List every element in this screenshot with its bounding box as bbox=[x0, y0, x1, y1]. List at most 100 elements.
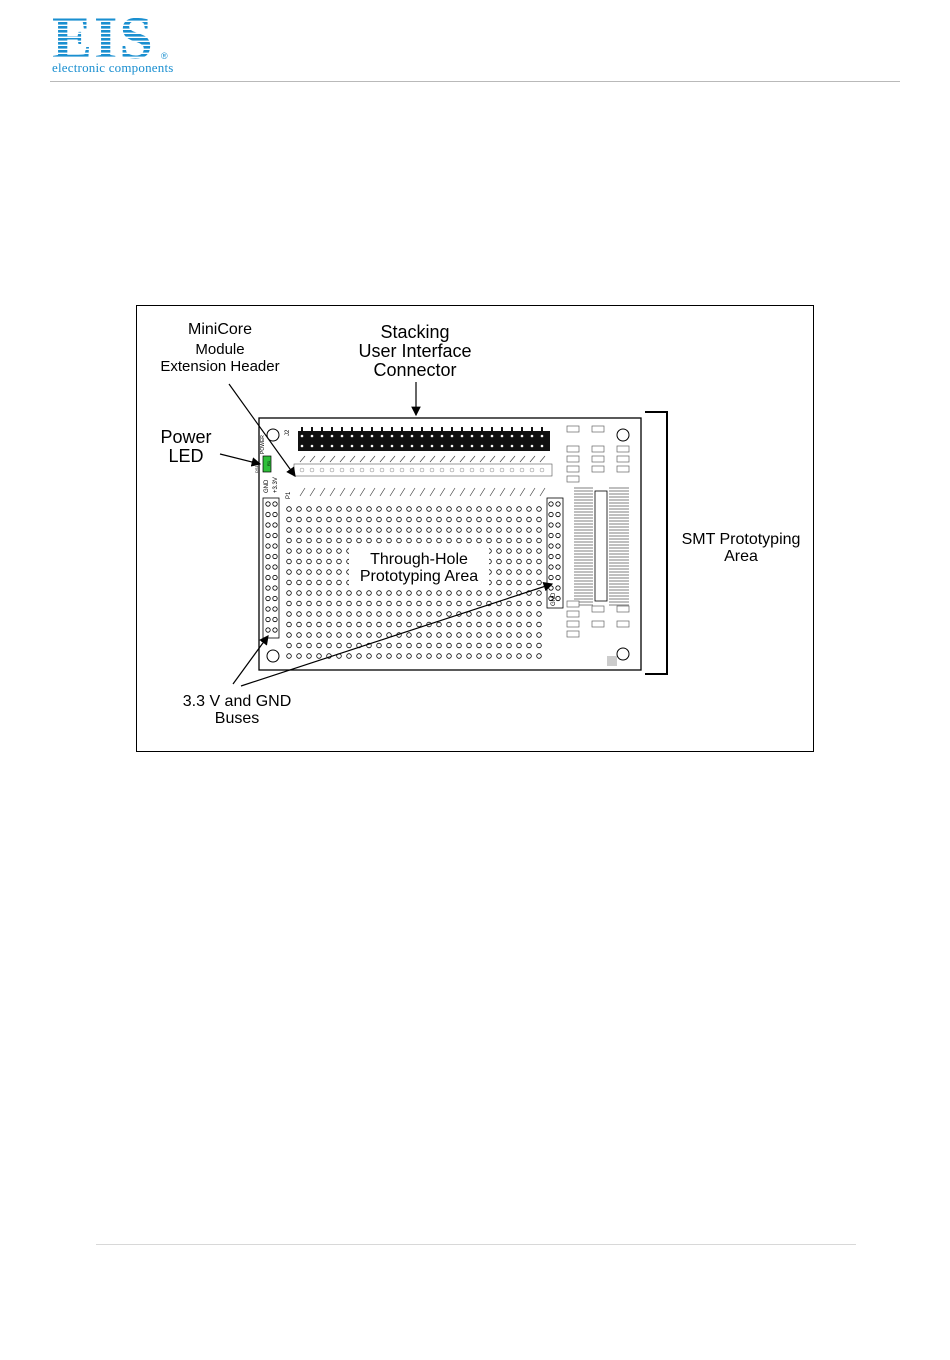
through-hole bbox=[507, 622, 512, 627]
through-hole bbox=[377, 612, 382, 617]
connector-pin bbox=[471, 435, 474, 438]
smt-area-bracket bbox=[645, 412, 667, 674]
through-hole bbox=[397, 538, 402, 543]
connector-pin-tip bbox=[381, 427, 383, 431]
through-hole bbox=[427, 654, 432, 659]
through-hole bbox=[537, 622, 542, 627]
header-hole bbox=[320, 468, 324, 472]
through-hole bbox=[417, 643, 422, 648]
through-hole bbox=[477, 591, 482, 596]
through-hole bbox=[407, 612, 412, 617]
connector-pin bbox=[381, 435, 384, 438]
smt-part bbox=[567, 466, 579, 472]
through-hole bbox=[307, 528, 312, 533]
header-hole bbox=[370, 468, 374, 472]
header-hole bbox=[510, 468, 514, 472]
through-hole bbox=[397, 622, 402, 627]
smt-part bbox=[567, 611, 579, 617]
through-hole bbox=[527, 580, 532, 585]
through-hole bbox=[367, 507, 372, 512]
through-hole bbox=[367, 591, 372, 596]
stacking-label-line1: Stacking bbox=[333, 323, 497, 342]
through-hole bbox=[377, 633, 382, 638]
through-hole bbox=[507, 601, 512, 606]
through-hole bbox=[517, 601, 522, 606]
through-hole bbox=[327, 559, 332, 564]
header-hole bbox=[310, 468, 314, 472]
connector-pin bbox=[511, 435, 514, 438]
through-hole bbox=[387, 612, 392, 617]
bus-hole bbox=[556, 575, 560, 579]
connector-pin bbox=[321, 435, 324, 438]
through-hole bbox=[457, 622, 462, 627]
through-hole bbox=[497, 528, 502, 533]
through-hole bbox=[437, 654, 442, 659]
through-hole bbox=[487, 528, 492, 533]
through-hole bbox=[417, 538, 422, 543]
through-hole bbox=[337, 570, 342, 575]
through-hole bbox=[387, 591, 392, 596]
through-hole bbox=[417, 612, 422, 617]
through-hole bbox=[527, 528, 532, 533]
connector-pin-tip bbox=[471, 427, 473, 431]
smt-label: SMT Prototyping Area bbox=[671, 532, 811, 566]
through-hole bbox=[307, 559, 312, 564]
through-hole bbox=[497, 612, 502, 617]
connector-pin-tip bbox=[371, 427, 373, 431]
connector-pin bbox=[311, 435, 314, 438]
header-divider bbox=[50, 81, 900, 82]
through-hole bbox=[447, 591, 452, 596]
through-hole bbox=[317, 612, 322, 617]
through-hole bbox=[337, 591, 342, 596]
through-hole bbox=[407, 654, 412, 659]
through-hole bbox=[447, 654, 452, 659]
header-hole bbox=[440, 468, 444, 472]
connector-pin bbox=[401, 435, 404, 438]
connector-pin-tip bbox=[531, 427, 533, 431]
through-hole bbox=[307, 591, 312, 596]
through-hole bbox=[377, 517, 382, 522]
through-hole bbox=[437, 622, 442, 627]
smt-part bbox=[567, 621, 579, 627]
through-hole bbox=[467, 643, 472, 648]
stacking-label-line2: User Interface bbox=[333, 342, 497, 361]
bus-hole bbox=[266, 596, 270, 600]
connector-pin bbox=[501, 435, 504, 438]
connector-pin-tip bbox=[401, 427, 403, 431]
connector-pin bbox=[311, 445, 314, 448]
connector-pin bbox=[481, 445, 484, 448]
through-hole bbox=[317, 517, 322, 522]
through-hole bbox=[327, 570, 332, 575]
through-hole bbox=[467, 654, 472, 659]
through-hole bbox=[347, 591, 352, 596]
connector-pin bbox=[361, 445, 364, 448]
through-hole bbox=[487, 538, 492, 543]
through-hole bbox=[287, 580, 292, 585]
through-hole bbox=[387, 654, 392, 659]
through-hole bbox=[287, 601, 292, 606]
connector-pin bbox=[421, 435, 424, 438]
p1-mark: P1 bbox=[286, 491, 292, 499]
through-hole bbox=[517, 528, 522, 533]
connector-pin-tip bbox=[521, 427, 523, 431]
connector-pin-tip bbox=[541, 427, 543, 431]
footer-divider bbox=[96, 1244, 856, 1245]
through-hole bbox=[297, 654, 302, 659]
through-hole bbox=[367, 612, 372, 617]
through-hole bbox=[337, 559, 342, 564]
minicore-label-line3: Extension Header bbox=[157, 359, 283, 375]
through-hole bbox=[307, 538, 312, 543]
through-hole bbox=[387, 517, 392, 522]
through-hole bbox=[527, 633, 532, 638]
through-hole bbox=[347, 507, 352, 512]
through-hole bbox=[317, 591, 322, 596]
through-hole bbox=[537, 528, 542, 533]
stacking-label-line3: Connector bbox=[333, 361, 497, 380]
through-hole bbox=[387, 538, 392, 543]
through-hole bbox=[347, 528, 352, 533]
through-hole bbox=[477, 601, 482, 606]
through-hole bbox=[537, 570, 542, 575]
through-hole bbox=[317, 633, 322, 638]
connector-pin bbox=[341, 435, 344, 438]
through-hole bbox=[397, 507, 402, 512]
